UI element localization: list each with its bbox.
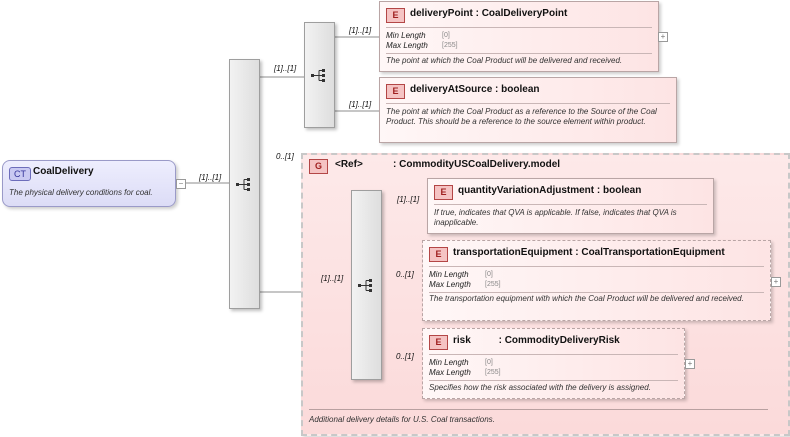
element-badge: E: [429, 247, 448, 262]
sequence-icon: [311, 69, 325, 82]
sequence-icon: [236, 178, 250, 191]
max-length-label: Max Length: [429, 368, 471, 377]
group-sequence-compositor[interactable]: [351, 190, 382, 380]
expand-toggle-icon[interactable]: +: [685, 359, 695, 369]
element-documentation: If true, indicates that QVA is applicabl…: [434, 208, 677, 227]
element-delivery-point[interactable]: E deliveryPoint : CoalDeliveryPoint Min …: [379, 1, 659, 72]
element-transportation-equipment[interactable]: E transportationEquipment : CoalTranspor…: [422, 240, 771, 321]
element-name: deliveryPoint : CoalDeliveryPoint: [410, 8, 568, 19]
delivery-at-source-cardinality: [1]..[1]: [349, 100, 372, 109]
element-name: transportationEquipment : CoalTransporta…: [453, 247, 725, 258]
min-length-value: [0]: [485, 271, 493, 278]
element-badge: E: [386, 84, 405, 99]
element-delivery-at-source[interactable]: E deliveryAtSource : boolean The point a…: [379, 77, 677, 143]
expand-toggle-icon[interactable]: +: [771, 277, 781, 287]
qva-cardinality: [1]..[1]: [397, 195, 420, 204]
max-length-label: Max Length: [386, 41, 428, 50]
complex-type-badge: CT: [9, 167, 31, 181]
min-length-label: Min Length: [386, 31, 426, 40]
min-length-value: [0]: [485, 359, 493, 366]
complex-type-name: CoalDelivery: [33, 166, 94, 177]
min-length-label: Min Length: [429, 270, 469, 279]
element-badge: E: [429, 335, 448, 350]
group-ref-cardinality: 0..[1]: [276, 152, 294, 161]
group-sequence-cardinality: [1]..[1]: [321, 274, 344, 283]
collapse-toggle-icon[interactable]: −: [176, 179, 186, 189]
element-name: deliveryAtSource : boolean: [410, 84, 540, 95]
main-sequence-cardinality: [1]..[1]: [199, 173, 222, 182]
element-documentation: Specifies how the risk associated with t…: [429, 383, 651, 392]
group-documentation: Additional delivery details for U.S. Coa…: [309, 415, 495, 424]
risk-cardinality: 0..[1]: [396, 352, 414, 361]
complex-type-description: The physical delivery conditions for coa…: [9, 188, 153, 197]
group-badge: G: [309, 159, 328, 174]
element-documentation: The point at which the Coal Product will…: [386, 56, 623, 65]
element-quantity-variation-adjustment[interactable]: E quantityVariationAdjustment : boolean …: [427, 178, 714, 234]
element-documentation: The point at which the Coal Product as a…: [386, 107, 657, 126]
max-length-value: [255]: [485, 369, 501, 376]
min-length-value: [0]: [442, 32, 450, 39]
delivery-point-cardinality: [1]..[1]: [349, 26, 372, 35]
element-name: risk : CommodityDeliveryRisk: [453, 335, 620, 346]
expand-toggle-icon[interactable]: +: [658, 32, 668, 42]
max-length-value: [255]: [485, 281, 501, 288]
group-type: : CommodityUSCoalDelivery.model: [393, 159, 561, 170]
max-length-value: [255]: [442, 42, 458, 49]
element-documentation: The transportation equipment with which …: [429, 294, 744, 303]
element-name: quantityVariationAdjustment : boolean: [458, 185, 642, 196]
element-badge: E: [434, 185, 453, 200]
complex-type-coal-delivery[interactable]: CT CoalDelivery The physical delivery co…: [2, 160, 176, 207]
max-length-label: Max Length: [429, 280, 471, 289]
element-badge: E: [386, 8, 405, 23]
sub-sequence-compositor[interactable]: [304, 22, 335, 128]
main-sequence-compositor[interactable]: [229, 59, 260, 309]
min-length-label: Min Length: [429, 358, 469, 367]
sub-sequence-cardinality: [1]..[1]: [274, 64, 297, 73]
transport-cardinality: 0..[1]: [396, 270, 414, 279]
element-risk[interactable]: E risk : CommodityDeliveryRisk Min Lengt…: [422, 328, 685, 399]
sequence-icon: [358, 279, 372, 292]
group-ref-label: <Ref>: [335, 159, 363, 170]
